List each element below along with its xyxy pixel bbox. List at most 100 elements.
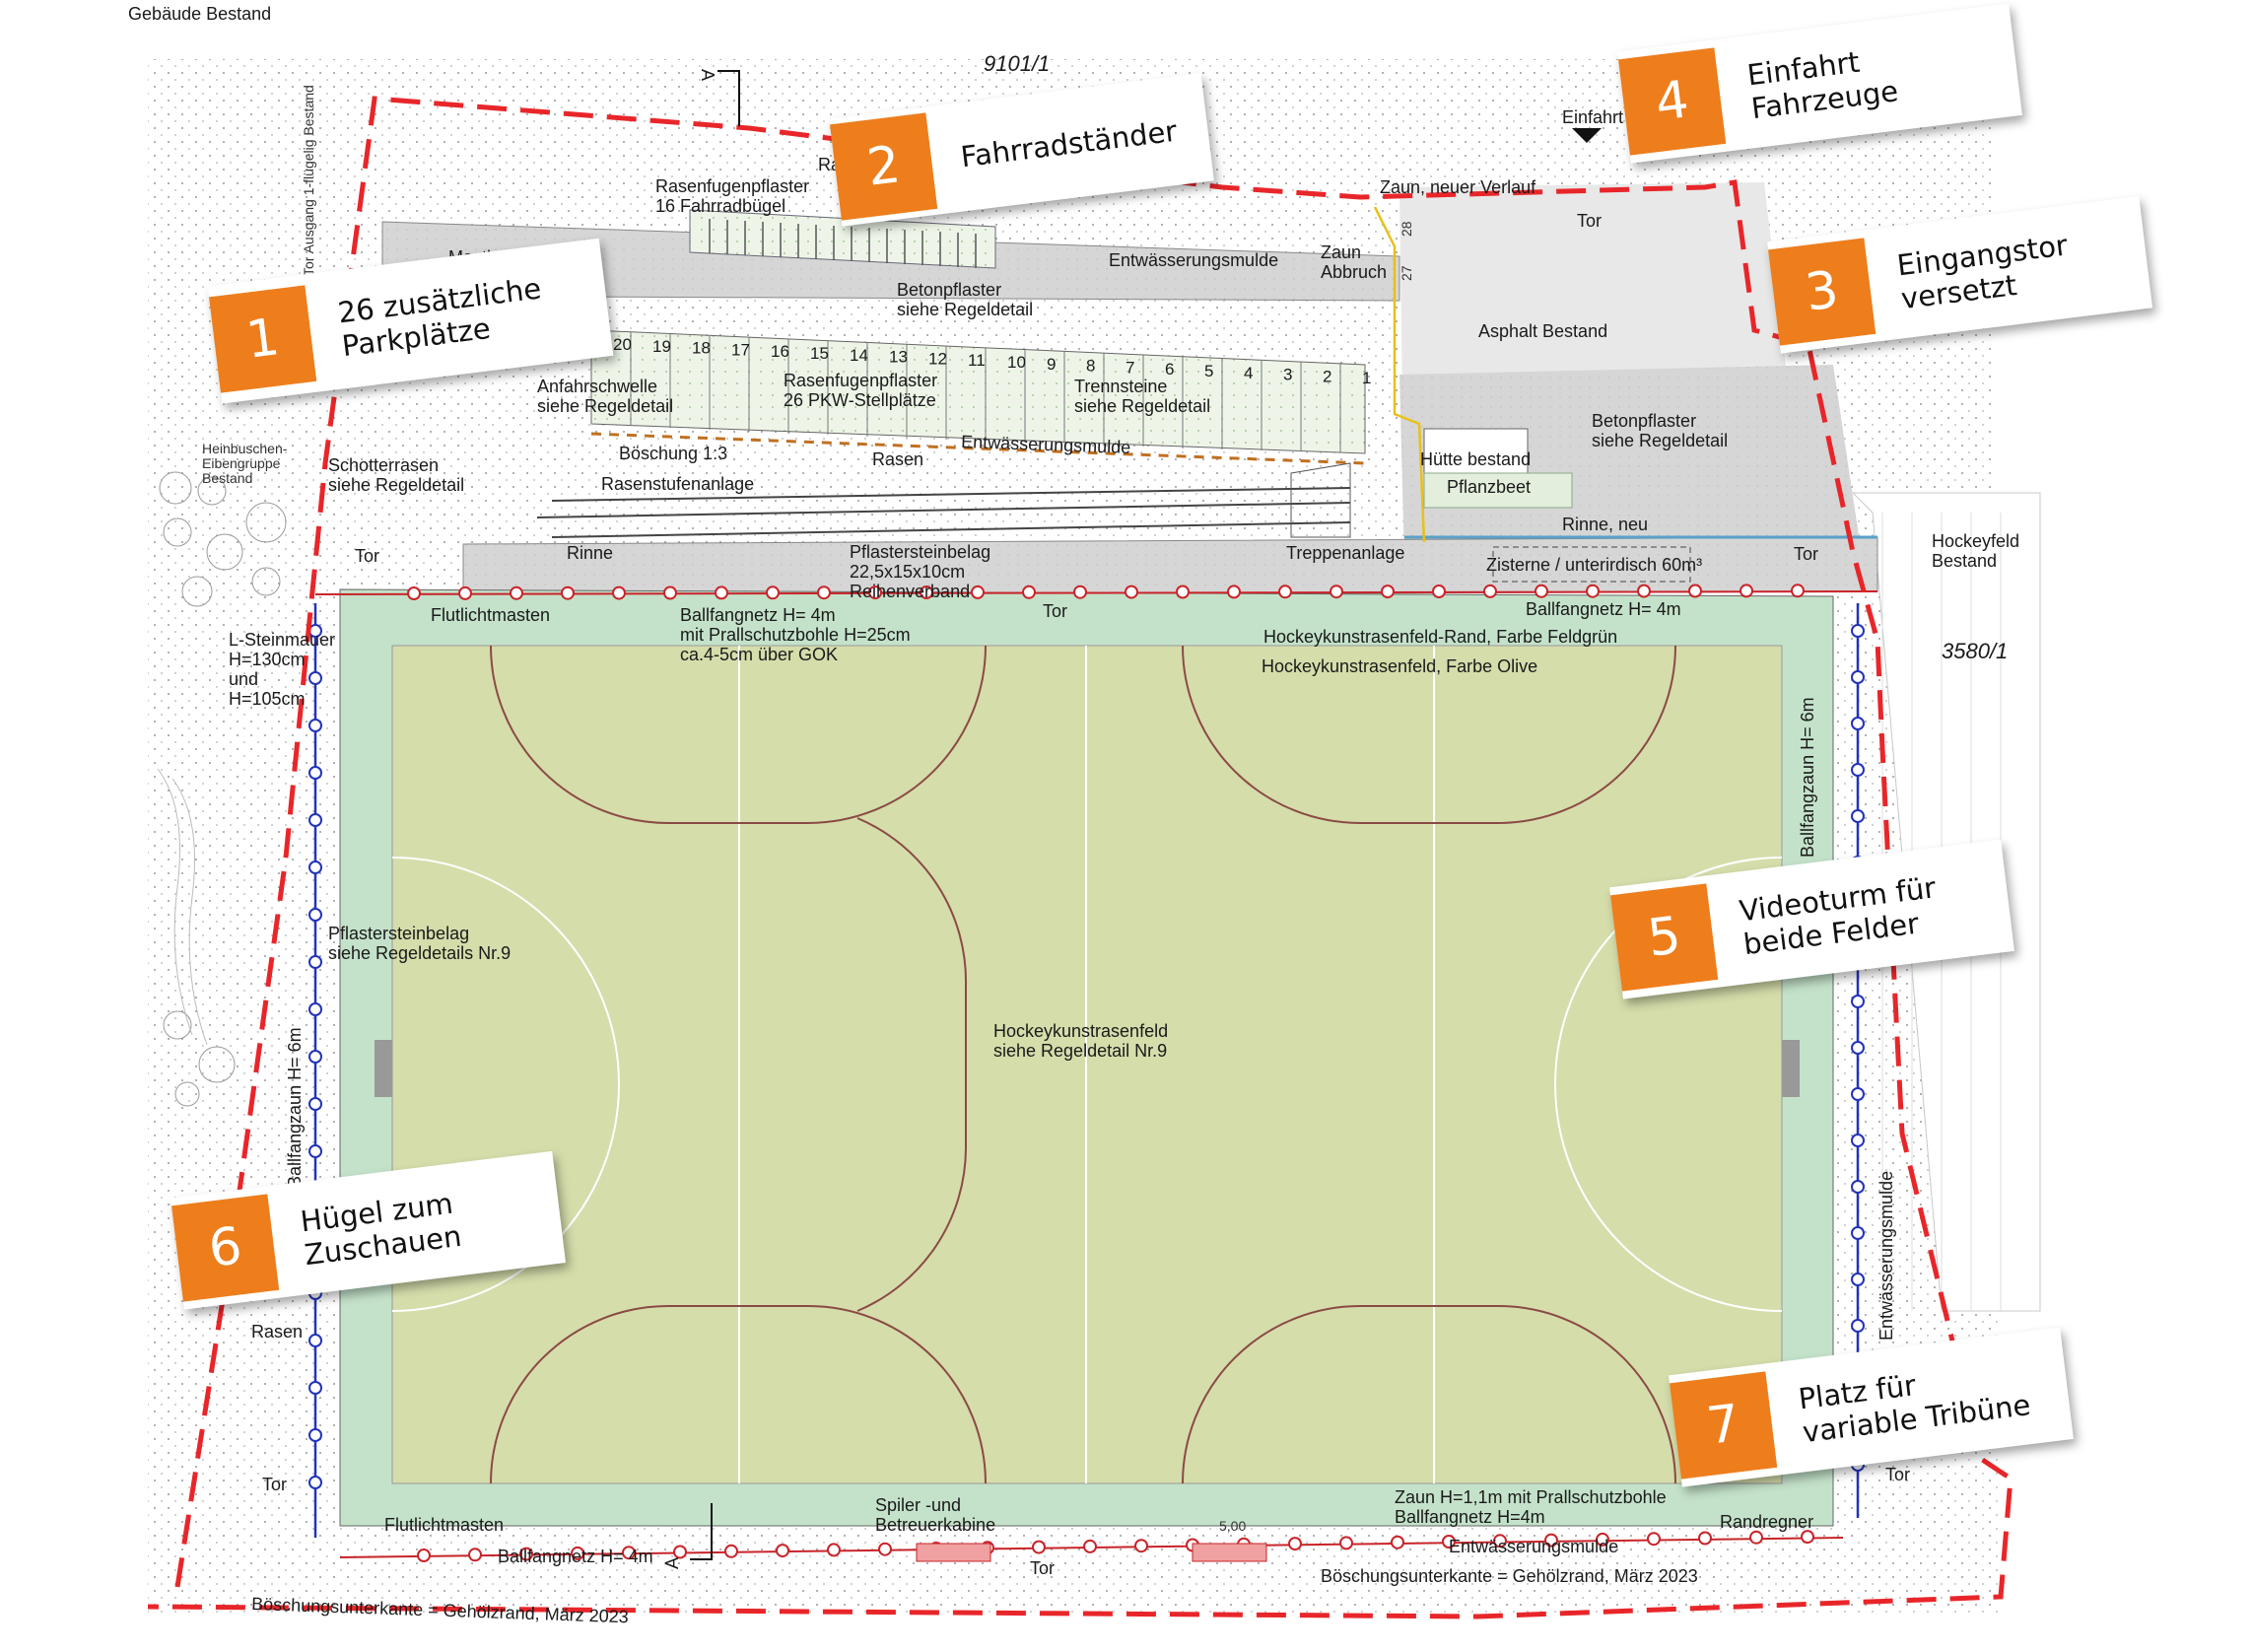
- label-anfahrschwelle-line: Anfahrschwelle: [537, 377, 657, 396]
- fence-post-marker: [1227, 585, 1241, 599]
- fence-post-marker: [1851, 1226, 1865, 1240]
- ballfangnetz-top: [314, 590, 1878, 595]
- label-pflanzbeet: Pflanzbeet: [1447, 477, 1531, 497]
- label-tsg-line: TSG Heilbronn -: [0, 0, 128, 4]
- label-torausgang: Tor Ausgang 1-flügelig Bestand: [301, 85, 316, 276]
- treppenanlage-shape: [1290, 462, 1351, 538]
- fence-post-marker: [1083, 1539, 1097, 1553]
- callout-text-1: 26 zusätzliche Parkplätze: [335, 271, 543, 364]
- label-ballfangzaun-left: Ballfangzaun H= 6m: [285, 1027, 305, 1188]
- label-ballfangzaun-right: Ballfangzaun H= 6m: [1798, 697, 1817, 858]
- fence-post-marker: [1688, 584, 1702, 598]
- section-label-bottom: A: [662, 1557, 682, 1569]
- label-pflaster-left-line: siehe Regeldetails Nr.9: [328, 943, 511, 963]
- label-center-line: siehe Regeldetail Nr.9: [993, 1041, 1167, 1061]
- label-tsg: TSG Heilbronn -Gebäude Bestand: [0, 0, 271, 24]
- parcel-east: 3580/1: [1942, 639, 2008, 663]
- fence-post-marker: [715, 585, 728, 600]
- label-l-stein-line: und: [229, 669, 258, 689]
- fence-post-marker: [1073, 585, 1087, 599]
- fence-post-marker: [308, 671, 322, 685]
- label-zaun-abbruch-line: Abbruch: [1321, 262, 1387, 282]
- fence-post-marker: [308, 813, 322, 827]
- fence-post-marker: [1647, 1532, 1661, 1547]
- fence-post-marker: [1851, 670, 1865, 684]
- fence-post-marker: [724, 1544, 738, 1558]
- parking-slot-number: 14: [850, 346, 868, 365]
- fence-post-marker: [308, 908, 322, 922]
- label-dim-500: 5,00: [1219, 1518, 1246, 1534]
- fence-post-marker: [817, 585, 831, 600]
- label-randregner: Randregner: [1720, 1512, 1813, 1532]
- fence-post-marker: [673, 1545, 687, 1559]
- label-l-stein-line: H=130cm: [229, 650, 306, 669]
- fence-post-marker: [1851, 1134, 1865, 1147]
- fence-post-marker: [1740, 584, 1753, 598]
- label-tor-nw: Tor: [355, 546, 379, 566]
- fence-post-marker: [308, 1334, 322, 1347]
- fence-post-marker: [1851, 1180, 1865, 1194]
- label-entwaesserung-bottom: Entwässerungsmulde: [1449, 1537, 1618, 1556]
- fence-post-marker: [1851, 717, 1865, 730]
- label-ballfang-top-line: mit Prallschutzbohle H=25cm: [680, 625, 911, 645]
- kabine-left: [916, 1543, 991, 1562]
- label-rasen-left: Rasen: [251, 1322, 303, 1342]
- fence-post-marker: [308, 766, 322, 780]
- fence-post-marker: [827, 1543, 841, 1557]
- callout-text-3: Eingangstor versetzt: [1894, 228, 2070, 316]
- label-tor-se: Tor: [1885, 1465, 1910, 1484]
- parking-slot-number: 9: [1047, 355, 1056, 374]
- label-betonpflaster-mid-line: Betonpflaster: [897, 280, 1001, 300]
- label-zaun-bottom-line: Zaun H=1,1m mit Prallschutzbohle: [1395, 1487, 1667, 1507]
- label-zisterne: Zisterne / unterirdisch 60m³: [1486, 555, 1702, 575]
- label-tor-bottom: Tor: [1030, 1558, 1055, 1578]
- callout-badge-2: 2: [830, 112, 938, 221]
- section-marker-top: [717, 70, 740, 126]
- fence-post-marker: [1851, 1319, 1865, 1333]
- label-tor-n-mid: Tor: [1043, 601, 1067, 621]
- parking-slot-number: 17: [731, 340, 750, 359]
- parking-slot-number: 10: [1007, 353, 1026, 372]
- fence-post-marker: [663, 585, 677, 600]
- goal-right: [1782, 1040, 1800, 1097]
- fence-post-marker: [1535, 584, 1548, 598]
- label-rasenfugen-rad-line: 16 Fahrradbügel: [655, 196, 785, 216]
- label-spieler-line: Betreuerkabine: [875, 1515, 995, 1535]
- ramp-number-27: 27: [1399, 265, 1414, 281]
- fence-post-marker: [1851, 995, 1865, 1008]
- label-tor-sw: Tor: [262, 1475, 287, 1494]
- fence-post-marker: [1851, 809, 1865, 823]
- fence-post-marker: [1134, 1539, 1148, 1553]
- fence-post-marker: [407, 586, 421, 600]
- callout-text-2: Fahrradständer: [958, 113, 1179, 174]
- fence-post-marker: [308, 1002, 322, 1016]
- fence-post-marker: [1851, 624, 1865, 638]
- fence-post-marker: [308, 1097, 322, 1111]
- parking-slot-number: 11: [968, 351, 986, 370]
- label-spieler-line: Spiler -und: [875, 1495, 961, 1515]
- kabine-right: [1192, 1543, 1267, 1562]
- label-rasenfugen-pkw-line: Rasenfugenpflaster: [784, 371, 937, 390]
- fence-post-marker: [1442, 1535, 1456, 1549]
- label-boeschung: Böschung 1:3: [619, 444, 727, 463]
- parking-slot-number: 16: [771, 342, 789, 361]
- label-l-stein-line: H=105cm: [229, 689, 306, 709]
- fence-post-marker: [1391, 1535, 1404, 1549]
- label-einfahrt: Einfahrt: [1562, 107, 1623, 127]
- parking-slot-number: 4: [1244, 364, 1253, 382]
- callout-badge-1: 1: [209, 285, 317, 393]
- label-betonpflaster-mid-line: siehe Regeldetail: [897, 300, 1033, 319]
- fence-post-marker: [519, 1547, 533, 1561]
- fence-post-marker: [417, 1549, 431, 1562]
- hedge-group: [157, 471, 287, 1107]
- fence-post-marker: [1791, 584, 1805, 598]
